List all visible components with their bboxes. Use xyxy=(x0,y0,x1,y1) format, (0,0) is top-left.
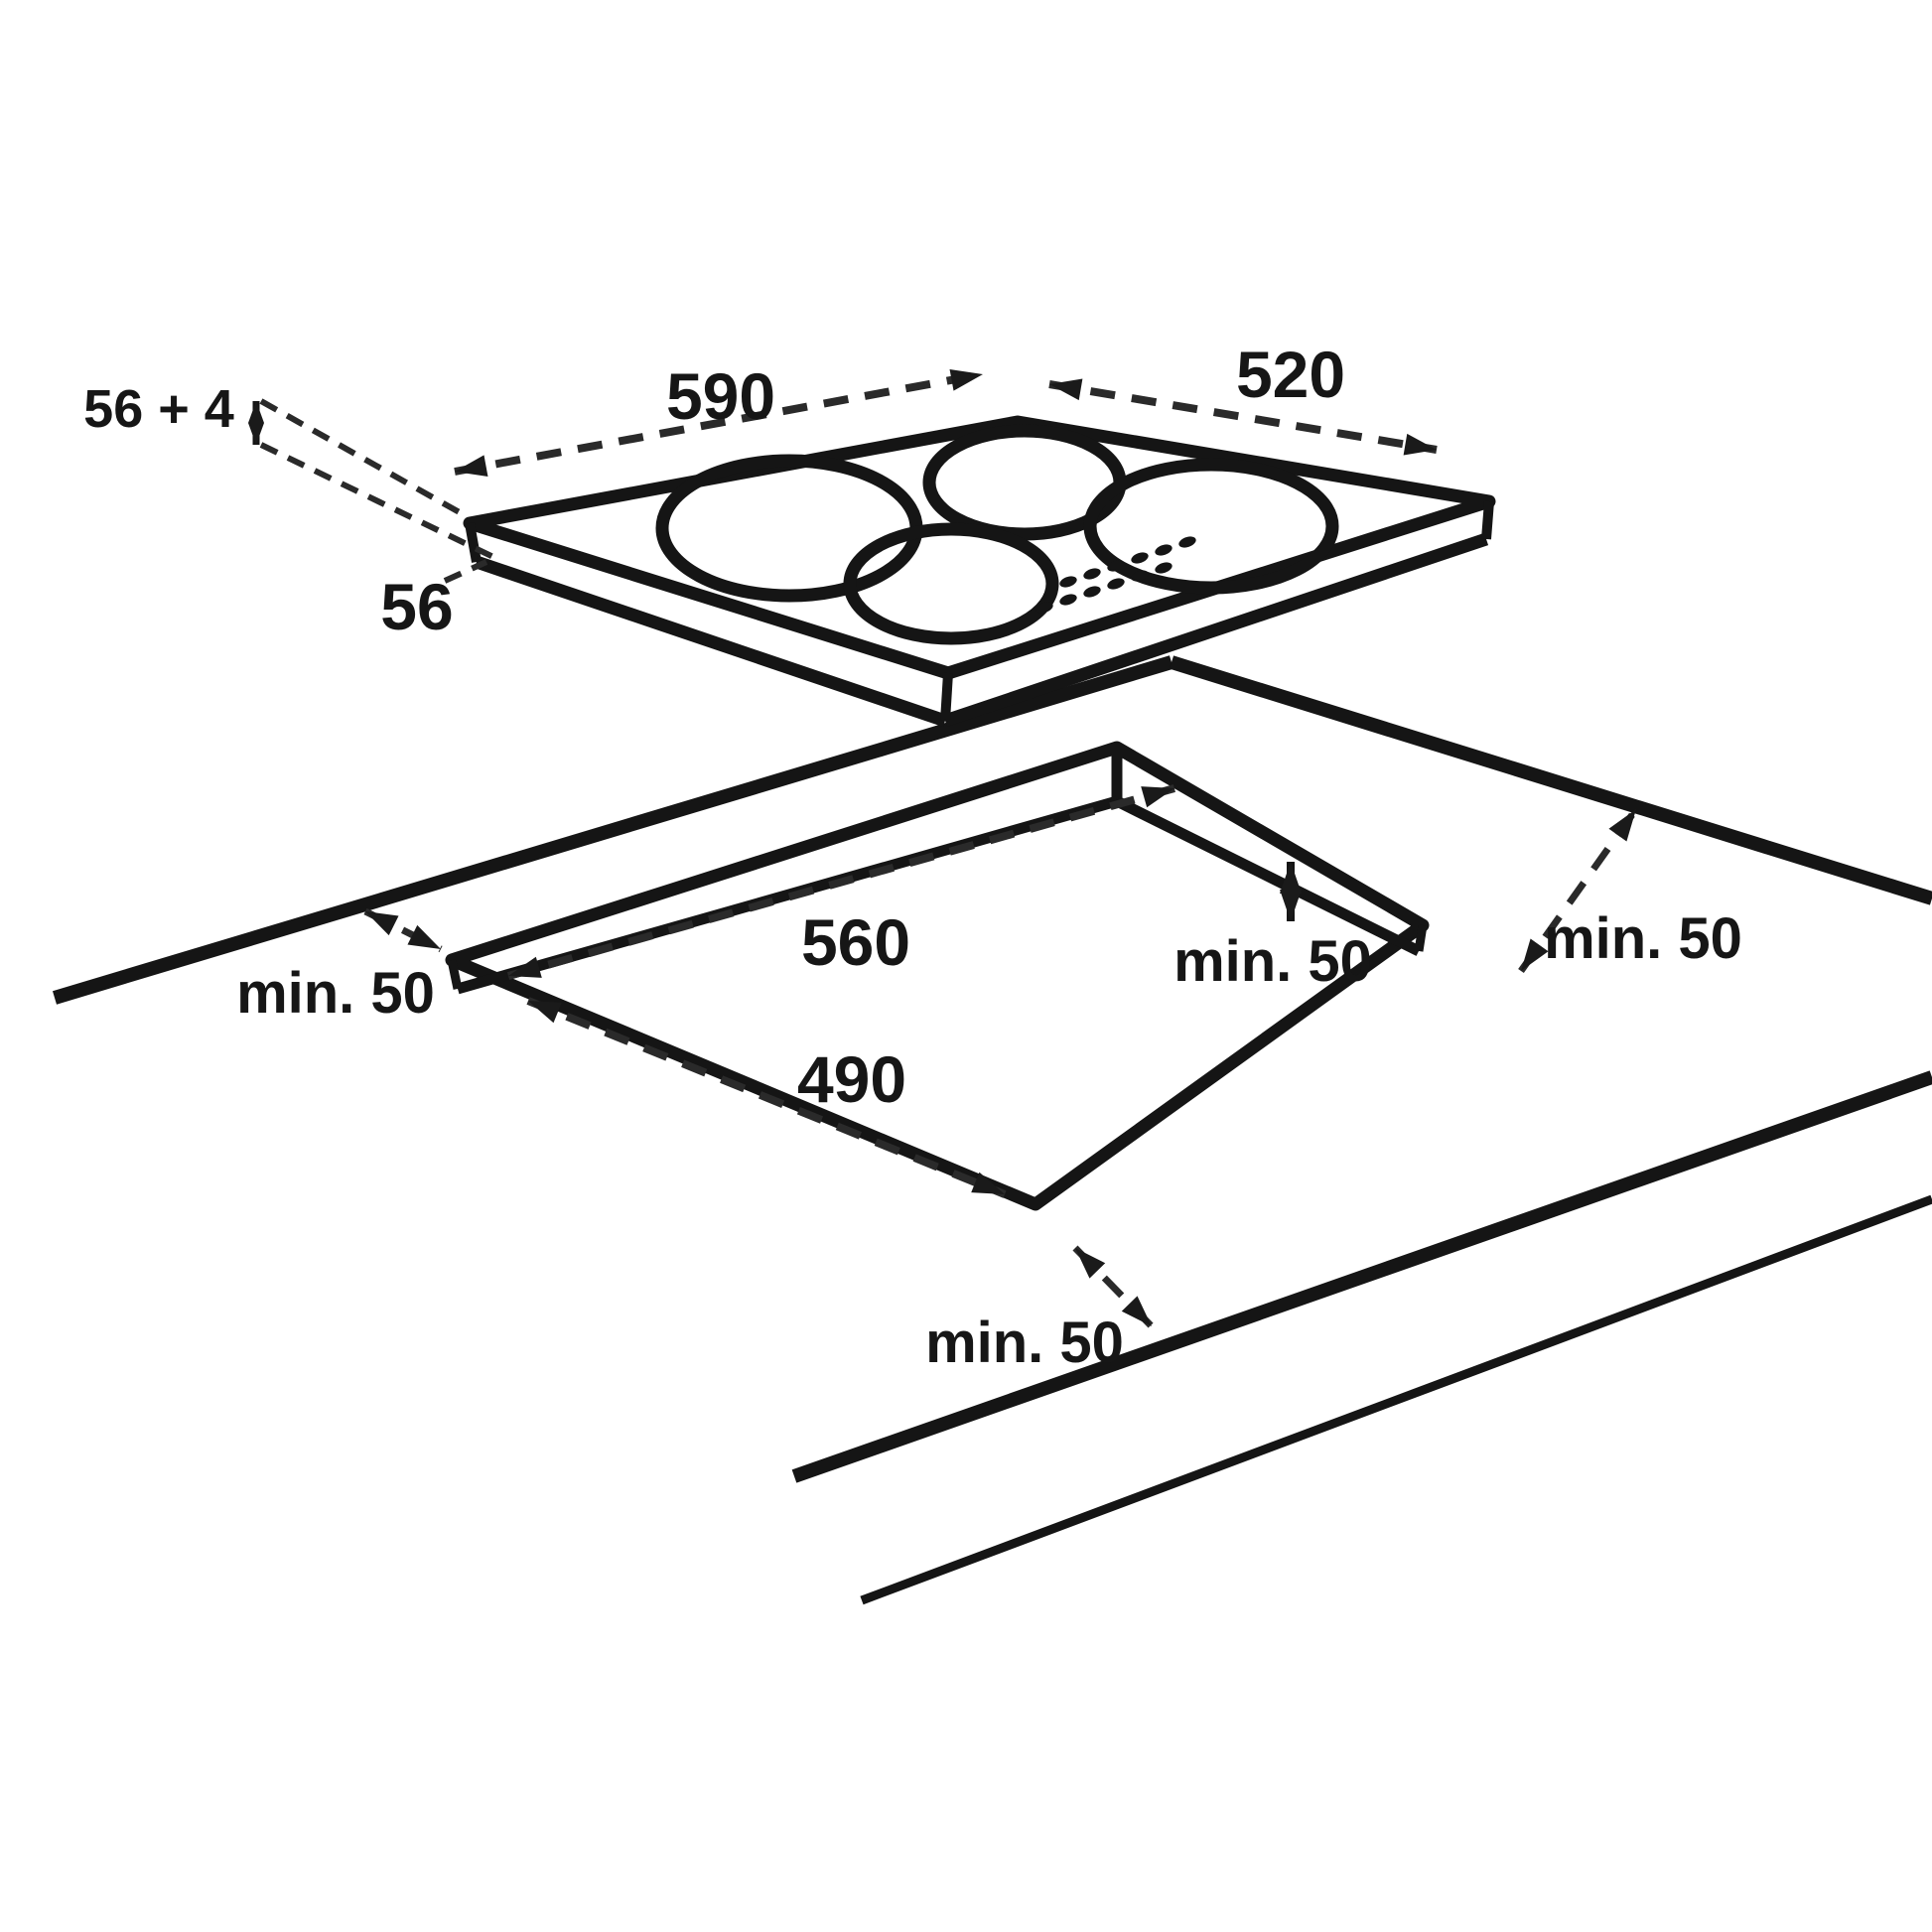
dim-clearance-back-center-label: min. 50 xyxy=(1173,929,1372,994)
hob-skirt-bottom-left-edge xyxy=(474,555,948,728)
dim-clearance-back-right-label: min. 50 xyxy=(1544,906,1742,971)
dim-clearance-front-arrow xyxy=(1072,1245,1155,1329)
worktop-front-edge xyxy=(791,1070,1932,1483)
hob-skirt xyxy=(465,500,1494,728)
hob xyxy=(463,415,1496,728)
dim-cutout-width-line xyxy=(506,784,1176,980)
dim-cutout-width-label: 560 xyxy=(801,905,910,979)
dim-hob-body-height: 56 xyxy=(380,559,488,643)
dim-hob-depth-label: 520 xyxy=(1236,338,1345,411)
hob-skirt-right-tick xyxy=(1481,500,1494,540)
dim-hob-body-height-label: 56 xyxy=(380,570,453,643)
dim-hob-depth: 520 xyxy=(1048,338,1438,456)
dim-clearance-left-label: min. 50 xyxy=(236,961,435,1026)
dim-clearance-front: min. 50 xyxy=(925,1245,1155,1375)
dim-hob-total-height: 56 + 4 xyxy=(83,379,497,561)
burner-right xyxy=(1083,458,1339,595)
dim-hob-body-height-leader xyxy=(443,559,488,584)
dim-clearance-left: min. 50 xyxy=(236,907,443,1026)
worktop-front-bottom-edge xyxy=(860,1194,1932,1605)
dim-hob-total-height-leader-top xyxy=(259,398,467,518)
dim-clearance-back-center: min. 50 xyxy=(1173,862,1372,994)
dim-clearance-back-right-arrow xyxy=(1518,806,1639,974)
dim-clearance-back-right: min. 50 xyxy=(1518,806,1742,974)
dim-hob-total-height-label: 56 + 4 xyxy=(83,379,234,439)
dim-hob-total-height-leader-bottom xyxy=(259,442,497,561)
hob-skirt-front-tick xyxy=(940,672,953,722)
dim-cutout-depth-line xyxy=(526,997,1007,1198)
dim-hob-width-label: 590 xyxy=(666,359,775,433)
dim-hob-depth-line xyxy=(1048,378,1438,456)
hob-skirt-bottom-right-edge xyxy=(942,532,1489,728)
worktop-back-right-edge xyxy=(1169,655,1932,905)
hob-skirt-left-tick xyxy=(465,522,482,563)
control-panel-dots xyxy=(1035,536,1196,614)
dim-cutout-depth: 490 xyxy=(526,997,1007,1198)
dim-clearance-left-arrow xyxy=(363,907,443,953)
burner-front xyxy=(843,522,1059,645)
dim-hob-width-line xyxy=(454,368,984,478)
dim-cutout-depth-label: 490 xyxy=(797,1042,906,1116)
dim-hob-width: 590 xyxy=(454,359,984,478)
dim-clearance-front-label: min. 50 xyxy=(925,1311,1124,1375)
dim-cutout-width: 560 xyxy=(506,784,1176,980)
